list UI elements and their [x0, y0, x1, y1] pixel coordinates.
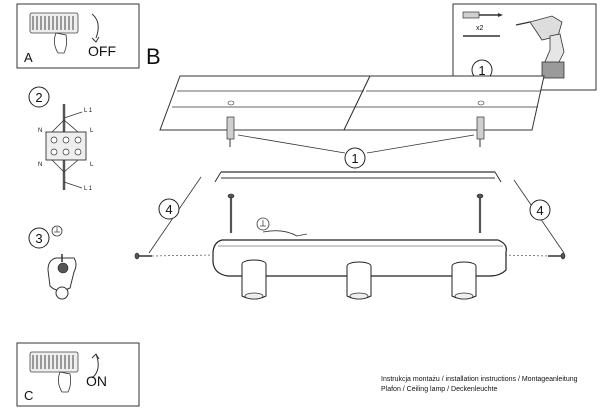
- earth-step: 3: [28, 225, 77, 300]
- screw-step-right-number: 4: [536, 203, 543, 218]
- screw-left: [227, 193, 235, 233]
- panel-c-switch-on: C ON: [16, 342, 140, 407]
- panel-c-action: ON: [86, 373, 107, 389]
- step-circle: [28, 86, 50, 108]
- panel-c-letter: C: [24, 388, 33, 403]
- ceiling-panel-left: [159, 75, 371, 131]
- spot-lamp-left: [241, 259, 267, 300]
- arrow-head-icon: [91, 353, 100, 360]
- wall-plug-left: [226, 116, 235, 147]
- breaker-panel-icon: [29, 12, 79, 34]
- screw-step-left-number: 4: [165, 202, 172, 217]
- hand-icon: [54, 32, 68, 54]
- fixture-base: [212, 239, 507, 277]
- panel-a-action: OFF: [88, 43, 116, 59]
- side-screw-left: [134, 252, 152, 260]
- breaker-panel-icon: [29, 351, 79, 373]
- terminal-label-bottom: L 1: [84, 186, 93, 192]
- wiring-step: 2 L 1 L 1 N L N L: [28, 86, 94, 192]
- step-circle: [529, 199, 551, 221]
- live-label-top: L: [90, 128, 94, 134]
- arrow-up-icon: [91, 353, 99, 379]
- earth-wire: [262, 230, 308, 237]
- step-circle: [344, 147, 366, 169]
- arrow-head-icon: [91, 36, 100, 43]
- side-screw-right: [548, 252, 566, 260]
- step-circle: [28, 227, 50, 249]
- ceiling: [159, 75, 545, 131]
- panel-a-switch-off: A OFF: [16, 3, 140, 69]
- mounting-bracket: [214, 171, 502, 183]
- spot-lamp-middle: [346, 261, 372, 300]
- spot-lamp-right: [451, 261, 477, 300]
- step-circle: [158, 198, 180, 220]
- hand-icon: [58, 371, 72, 393]
- terminal-block-icon: [45, 131, 87, 161]
- panel-b-letter: B: [146, 44, 161, 69]
- neutral-label-top: N: [38, 128, 42, 134]
- caption-line-1: Instrukcja montażu / installation instru…: [381, 376, 578, 383]
- lamp-fixture: [212, 239, 507, 300]
- earth-step-number: 3: [35, 231, 42, 246]
- arrow-down-icon: [91, 13, 99, 39]
- drill-icon: [515, 15, 565, 79]
- live-label-bottom: L: [90, 162, 94, 168]
- tools-step-number: 1: [478, 63, 485, 78]
- screw-right: [476, 193, 484, 233]
- wall-plug-icon: [462, 11, 503, 19]
- mount-step-number: 1: [351, 151, 358, 166]
- panel-a-letter: A: [24, 50, 33, 65]
- quantity-label: x2: [476, 25, 484, 32]
- wiring-step-number: 2: [35, 90, 42, 105]
- ceiling-panel-right: [343, 75, 545, 131]
- neutral-label-bottom: N: [38, 162, 42, 168]
- caption-line-2: Plafon / Ceiling lamp / Deckenleuchte: [381, 386, 497, 393]
- wall-plug-right: [476, 116, 485, 147]
- terminal-label-top: L 1: [84, 108, 93, 114]
